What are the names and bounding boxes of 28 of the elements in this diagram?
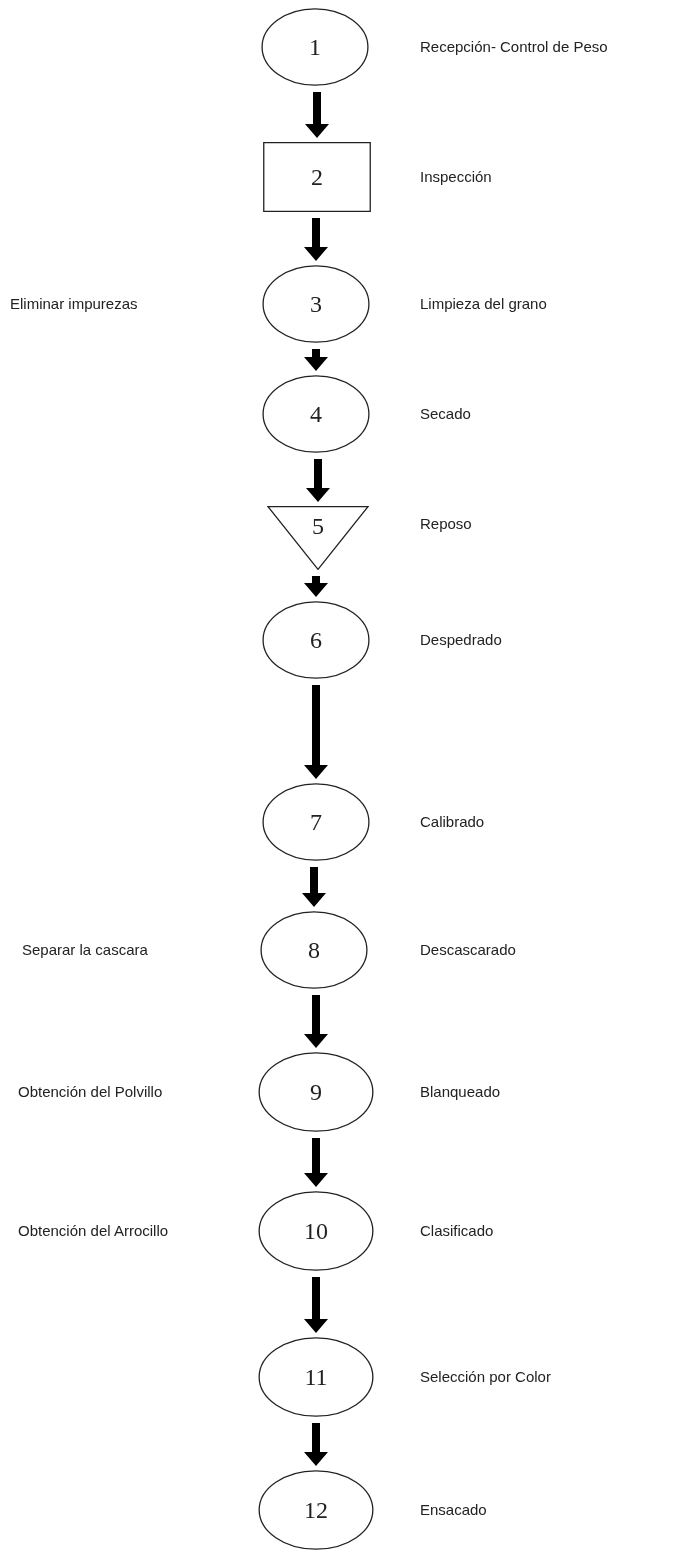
step-number: 2	[311, 165, 323, 189]
step-number: 4	[310, 402, 322, 426]
step-name: Limpieza del grano	[420, 294, 547, 314]
step-number: 9	[310, 1080, 322, 1104]
step-name: Reposo	[420, 514, 472, 534]
step-purpose: Obtención del Arrocillo	[18, 1221, 169, 1241]
step-name: Blanqueado	[420, 1082, 501, 1102]
step-number: 1	[309, 35, 321, 59]
step-name: Ensacado	[420, 1500, 487, 1520]
step-name: Secado	[420, 404, 471, 424]
step-purpose: Eliminar impurezas	[10, 294, 138, 314]
step-name: Clasificado	[420, 1221, 494, 1241]
step-name: Selección por Color	[420, 1367, 551, 1387]
step-name: Inspección	[420, 167, 492, 187]
step-name: Calibrado	[420, 812, 485, 832]
step-name: Descascarado	[420, 940, 516, 960]
step-purpose: Obtención del Polvillo	[18, 1082, 163, 1102]
step-number: 6	[310, 628, 322, 652]
step-purpose: Separar la cascara	[22, 940, 148, 960]
step-number: 12	[304, 1498, 328, 1522]
step-number: 10	[304, 1219, 328, 1243]
step-number: 7	[310, 810, 322, 834]
step-number: 5	[312, 514, 324, 538]
step-number: 8	[308, 938, 320, 962]
step-number: 11	[304, 1365, 328, 1389]
step-number: 3	[310, 292, 322, 316]
step-name: Despedrado	[420, 630, 502, 650]
step-name: Recepción- Control de Peso	[420, 37, 608, 57]
